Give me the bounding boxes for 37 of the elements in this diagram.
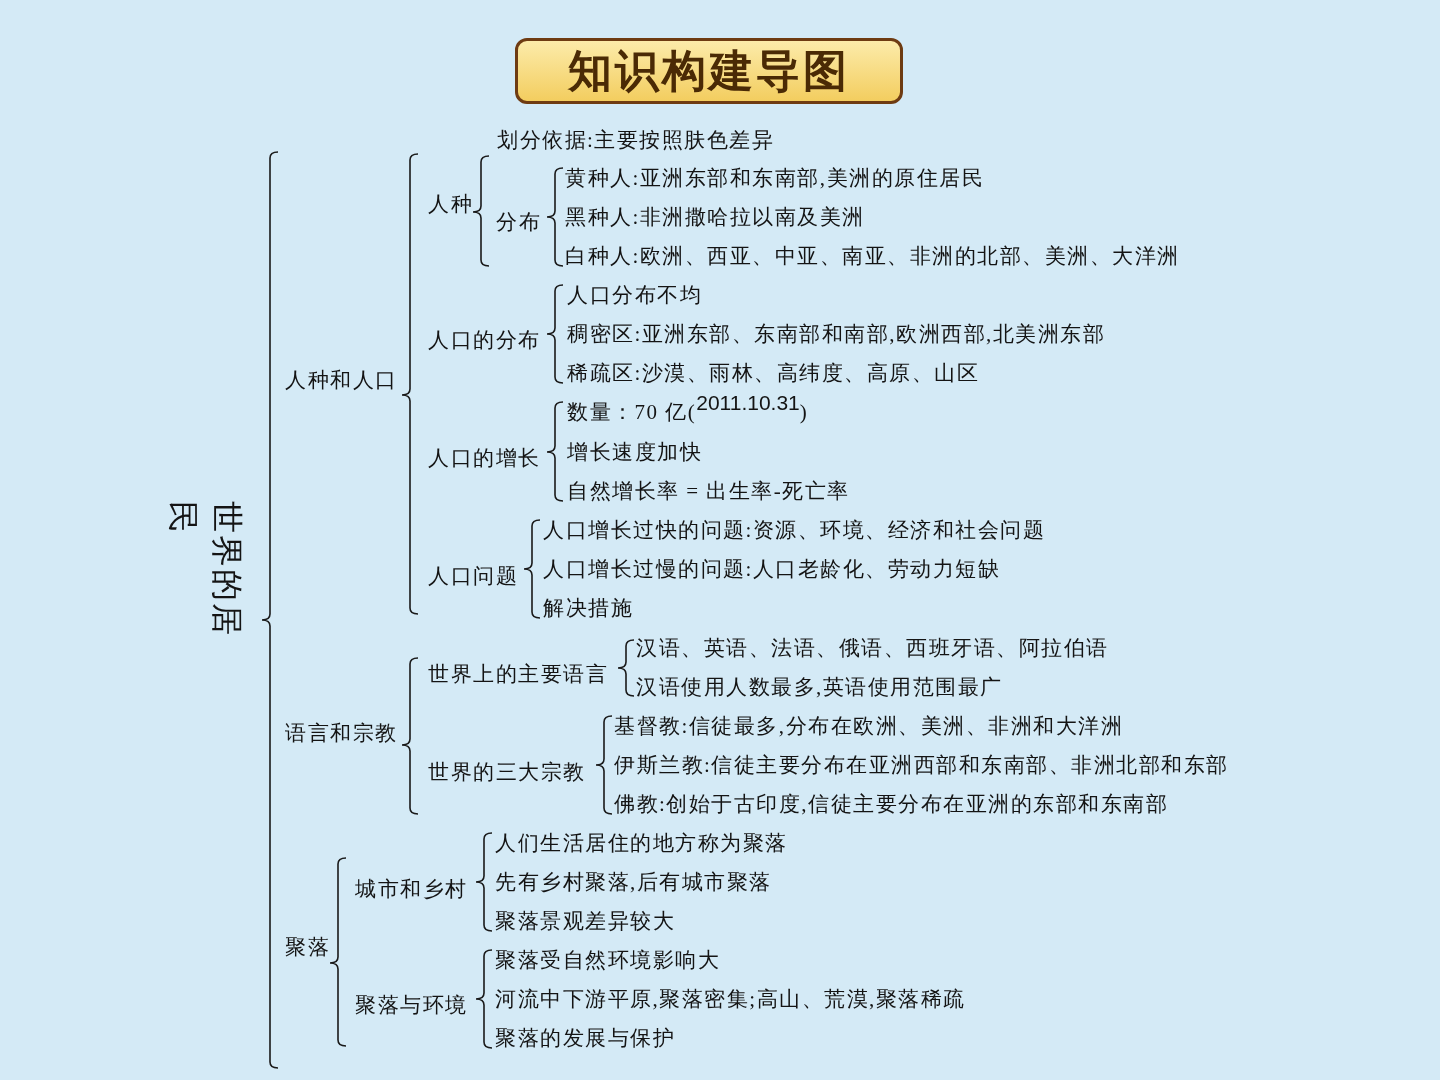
note-text: 划分依据:主要按照肤色差异 [497, 127, 775, 153]
note-text: 人口增长过快的问题:资源、环境、经济和社会问题 [543, 517, 1046, 543]
note-text: 人们生活居住的地方称为聚落 [495, 830, 788, 856]
note-text: 解决措施 [543, 595, 633, 621]
note-text: 白种人:欧洲、西亚、中亚、南亚、非洲的北部、美洲、大洋洲 [565, 243, 1180, 269]
note-text: 聚落受自然环境影响大 [495, 947, 720, 973]
note-text: 黄种人:亚洲东部和东南部,美洲的原住居民 [565, 165, 985, 191]
note-text: 佛教:创始于古印度,信徒主要分布在亚洲的东部和东南部 [614, 791, 1169, 817]
note-text: 增长速度加快 [567, 439, 702, 465]
note-text: 人口增长过慢的问题:人口老龄化、劳动力短缺 [543, 556, 1001, 582]
note-text: 基督教:信徒最多,分布在欧洲、美洲、非洲和大洋洲 [614, 713, 1124, 739]
note-text: 聚落景观差异较大 [495, 908, 675, 934]
topic-label: 聚落与环境 [355, 992, 468, 1018]
note-text: 汉语、英语、法语、俄语、西班牙语、阿拉伯语 [636, 635, 1109, 661]
note-text: 汉语使用人数最多,英语使用范围最广 [636, 674, 1003, 700]
note-text: 先有乡村聚落,后有城市聚落 [495, 869, 772, 895]
note-text: 河流中下游平原,聚落密集;高山、荒漠,聚落稀疏 [495, 986, 966, 1012]
title-banner: 知识构建导图 [515, 38, 903, 104]
note-text: 聚落的发展与保护 [495, 1025, 675, 1051]
topic-label: 城市和乡村 [355, 876, 468, 902]
topic-label: 人口问题 [428, 563, 518, 589]
topic-label: 聚落 [285, 934, 330, 960]
topic-label: 世界上的主要语言 [428, 661, 608, 687]
topic-label: 世界的三大宗教 [428, 759, 586, 785]
note-text: 黑种人:非洲撒哈拉以南及美洲 [565, 204, 865, 230]
note-text: 稀疏区:沙漠、雨林、高纬度、高原、山区 [567, 360, 980, 386]
note-text: 伊斯兰教:信徒主要分布在亚洲西部和东南部、非洲北部和东部 [614, 752, 1229, 778]
note-text: 自然增长率 = 出生率-死亡率 [567, 478, 850, 504]
topic-label: 人口的分布 [428, 327, 541, 353]
root-topic: 世界的居民 [164, 501, 246, 639]
topic-label: 人种 [428, 191, 473, 217]
note-text: 稠密区:亚洲东部、东南部和南部,欧洲西部,北美洲东部 [567, 321, 1106, 347]
topic-label: 人口的增长 [428, 445, 541, 471]
topic-label: 分布 [496, 209, 541, 235]
topic-label: 人种和人口 [285, 367, 398, 393]
note-text: 人口分布不均 [567, 282, 702, 308]
topic-label: 语言和宗教 [285, 720, 398, 746]
